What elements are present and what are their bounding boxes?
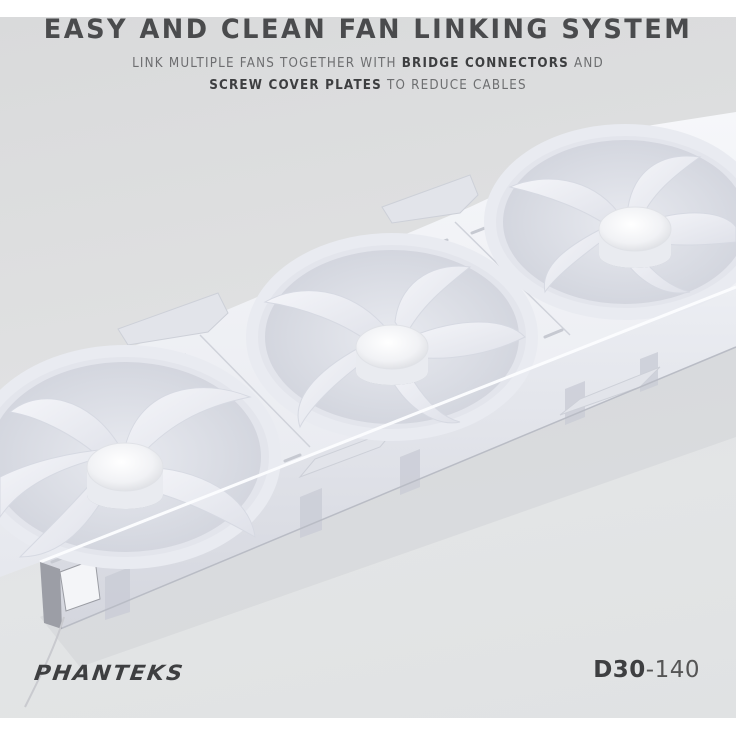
brand-logo: PHANTEKS [32, 661, 187, 685]
promo-banner: EASY AND CLEAN FAN LINKING SYSTEM LINK M… [0, 17, 736, 718]
fan-1 [0, 345, 281, 569]
model-name-bold: D30 [593, 657, 646, 683]
subheading-line-1: LINK MULTIPLE FANS TOGETHER WITH BRIDGE … [29, 53, 706, 75]
subheading-text: LINK MULTIPLE FANS TOGETHER WITH [132, 56, 402, 71]
fan-product-image [0, 112, 736, 708]
model-name: D30-140 [593, 657, 700, 683]
subheading-text: TO REDUCE CABLES [381, 78, 527, 93]
subheading-text: AND [568, 56, 604, 71]
model-name-suffix: -140 [645, 657, 700, 683]
fan-2 [246, 233, 538, 441]
headline: EASY AND CLEAN FAN LINKING SYSTEM [43, 17, 693, 45]
subheading-highlight: BRIDGE CONNECTORS [401, 56, 569, 71]
subheading-line-2: SCREW COVER PLATES TO REDUCE CABLES [29, 75, 706, 97]
fan-3 [484, 124, 736, 320]
subheading-highlight: SCREW COVER PLATES [209, 78, 382, 93]
